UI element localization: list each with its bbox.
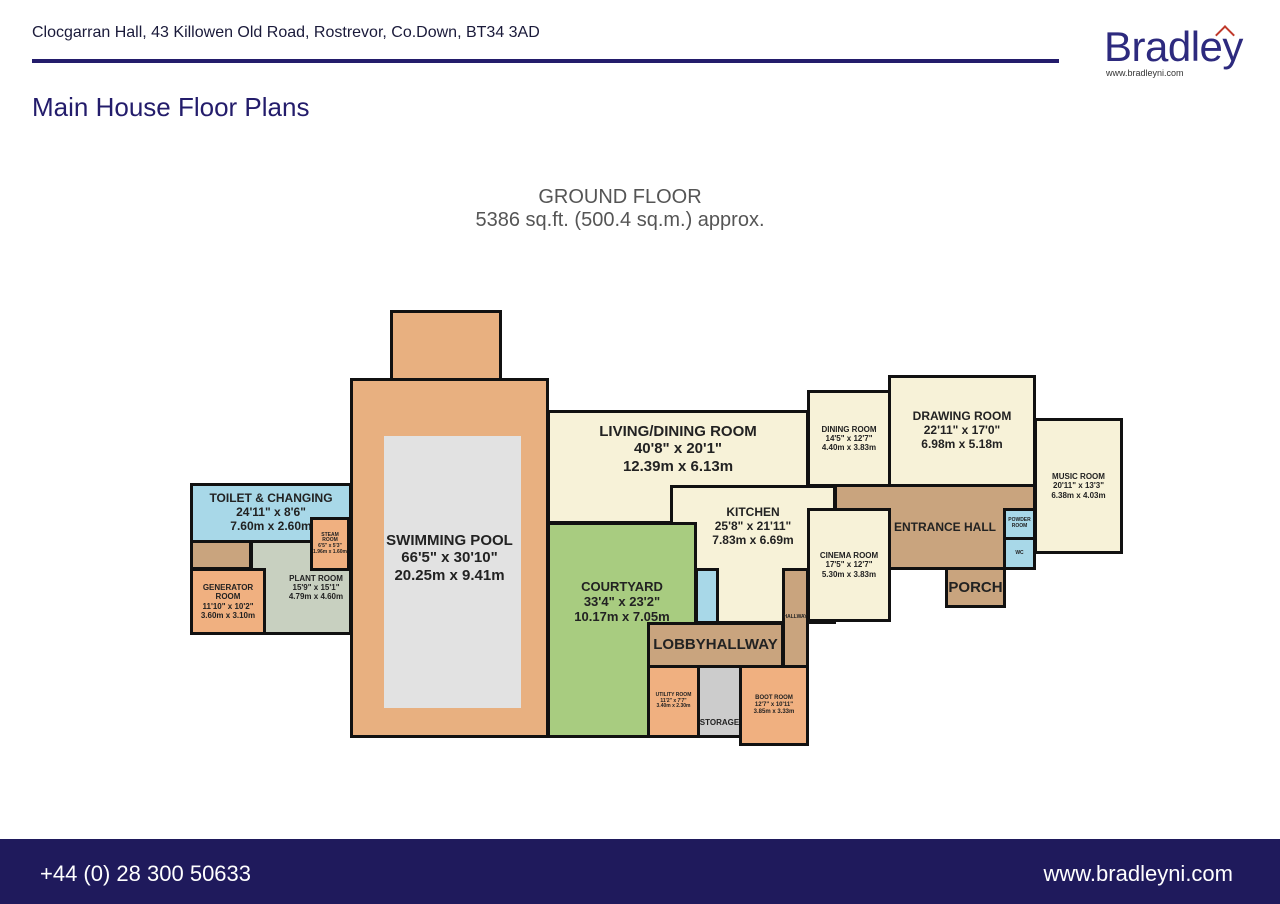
room-name: SWIMMING POOL (386, 532, 513, 550)
room-name: KITCHEN (726, 505, 780, 519)
room-imperial: 12'7" x 10'11" (754, 702, 794, 709)
property-address: Clocgarran Hall, 43 Killowen Old Road, R… (32, 24, 540, 41)
header-divider (32, 59, 1059, 63)
room-wc-small (190, 540, 252, 570)
room-imperial: 20'11" x 13'3" (1053, 481, 1104, 491)
room-metric: 6.98m x 5.18m (921, 436, 1003, 451)
room-name: CINEMA ROOM (819, 551, 879, 561)
room-imperial: 14'5" x 12'7" (825, 433, 873, 443)
footer: +44 (0) 28 300 50633 www.bradleyni.com (0, 839, 1280, 904)
room-metric: 3.60m x 3.10m (200, 610, 256, 620)
room-name: COURTYARD (581, 579, 663, 594)
pool-bay (390, 310, 502, 385)
room-metric: 5.30m x 3.83m (821, 569, 877, 579)
phone-number[interactable]: +44 (0) 28 300 50633 (40, 861, 252, 886)
room-metric: 1.96m x 1.60m (313, 548, 347, 555)
room-imperial: 17'5" x 12'7" (825, 560, 873, 570)
room-metric: 10.17m x 7.05m (574, 608, 670, 624)
room-wc-hall: WC (1003, 537, 1036, 570)
page-title: Main House Floor Plans (32, 92, 310, 122)
room-lobby-hallway: LOBBYHALLWAY (647, 622, 784, 668)
room-name: DINING ROOM (821, 424, 877, 434)
room-name: LOBBYHALLWAY (653, 636, 778, 654)
room-name: STEAM ROOM (321, 531, 339, 544)
room-metric: 4.79m x 4.60m (288, 592, 344, 602)
room-metric: 3.40m x 2.30m (656, 703, 691, 710)
website-link[interactable]: www.bradleyni.com (1043, 861, 1233, 886)
room-imperial: 6'5" x 5'3" (318, 543, 342, 549)
logo-url: www.bradleyni.com (1106, 68, 1184, 78)
room-name: PORCH (948, 578, 1003, 596)
room-imperial: 11'10" x 10'2" (202, 601, 254, 611)
room-name: MUSIC ROOM (1052, 472, 1105, 482)
room-name: WC (1015, 549, 1024, 556)
logo-text: Bradley (1104, 23, 1243, 70)
room-name: LIVING/DINING ROOM (599, 423, 757, 440)
room-imperial: 25'8" x 21'11" (714, 518, 792, 533)
room-name: GENERATOR ROOM (202, 583, 254, 602)
room-metric: 20.25m x 9.41m (394, 566, 505, 584)
room-metric: 7.83m x 6.69m (712, 532, 794, 547)
room-imperial: 15'9" x 15'1" (292, 582, 340, 592)
room-name: UTILITY ROOM (655, 691, 692, 698)
room-name: PLANT ROOM (289, 573, 343, 583)
bradley-logo[interactable]: Bradley www.bradleyni.com (1104, 23, 1243, 79)
room-powder: POWDER ROOM (1003, 508, 1036, 540)
room-name: HALLWAY (783, 614, 808, 621)
room-imperial: 33'4" x 23'2" (583, 593, 661, 609)
room-imperial: 24'11" x 8'6" (236, 505, 306, 520)
room-imperial: 40'8" x 20'1" (633, 440, 723, 458)
floor-name: GROUND FLOOR (538, 186, 702, 208)
room-name: POWDER ROOM (1008, 517, 1031, 529)
room-metric: 6.38m x 4.03m (1051, 490, 1106, 500)
room-swimming-pool: SWIMMING POOL 66'5" x 30'10" 20.25m x 9.… (350, 378, 549, 738)
room-imperial: 66'5" x 30'10" (401, 549, 498, 567)
room-name: DRAWING ROOM (912, 409, 1012, 424)
room-name: TOILET & CHANGING (209, 491, 333, 506)
room-metric: 3.85m x 3.33m (753, 708, 795, 715)
room-metric: 7.60m x 2.60m (230, 518, 312, 533)
room-metric: 12.39m x 6.13m (622, 457, 734, 475)
room-name: BOOT ROOM (755, 695, 793, 702)
room-hallway: HALLWAY (782, 568, 809, 668)
room-name: ENTRANCE HALL (894, 520, 996, 534)
room-porch: PORCH (945, 567, 1006, 608)
floor-area: 5386 sq.ft. (500.4 sq.m.) approx. (475, 209, 765, 231)
room-storage: STORAGE (697, 665, 742, 738)
room-imperial: 22'11" x 17'0" (923, 423, 1001, 438)
room-metric: 4.40m x 3.83m (821, 443, 877, 453)
room-name: STORAGE (699, 717, 740, 727)
room-wc-kitchen (695, 568, 719, 624)
room-imperial: 11'2" x 7'7" (660, 697, 687, 704)
